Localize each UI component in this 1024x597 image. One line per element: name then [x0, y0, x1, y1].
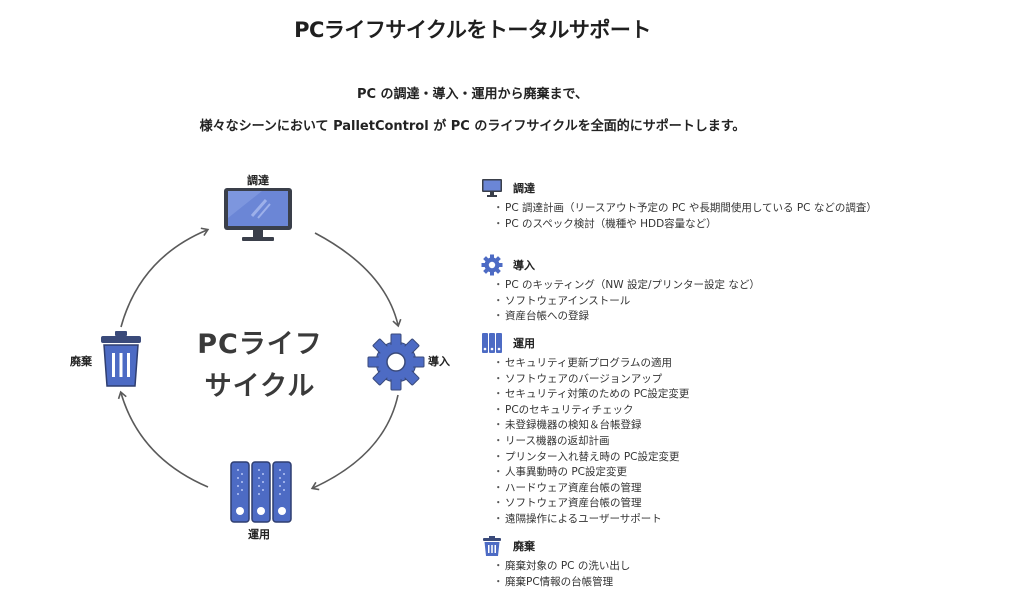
cycle-center-line-1: PCライフ	[197, 329, 323, 360]
node-label-procurement: 調達	[247, 174, 269, 187]
node-label-operation: 運用	[248, 528, 270, 541]
lifecycle-diagram	[117, 227, 402, 491]
list-item: 廃棄PC情報の台帳管理	[493, 575, 885, 591]
node-label-introduction: 導入	[428, 355, 450, 368]
list-item: 廃棄対象の PC の洗い出し	[493, 559, 885, 575]
list-item: セキュリティ対策のための PC設定変更	[493, 387, 885, 403]
list-item: 資産台帳への登録	[493, 309, 885, 325]
list-item: PC 調達計画（リースアウト予定の PC や長期間使用している PC などの調査…	[493, 201, 885, 217]
list-item: ソフトウェアインストール	[493, 294, 885, 310]
list-item: リース機器の返却計画	[493, 434, 885, 450]
list-item: 遠隔操作によるユーザーサポート	[493, 512, 885, 528]
list-item: ソフトウェアのバージョンアップ	[493, 372, 885, 388]
cycle-center-line-2: サイクル	[204, 371, 316, 402]
trash-icon	[483, 536, 501, 556]
arrow-disposal-to-procurement	[120, 227, 210, 328]
monitor-icon	[224, 188, 292, 241]
section-introduction: 導入 PC のキッティング（NW 設定/プリンター設定 など） ソフトウェアイン…	[481, 254, 885, 325]
section-disposal: 廃棄 廃棄対象の PC の洗い出し 廃棄PC情報の台帳管理	[481, 535, 885, 590]
section-operation: 運用 セキュリティ更新プログラムの適用 ソフトウェアのバージョンアップ セキュリ…	[481, 332, 885, 528]
arrow-introduction-to-operation	[310, 394, 399, 491]
list-item: 人事異動時の PC設定変更	[493, 465, 885, 481]
section-title-disposal: 廃棄	[513, 540, 535, 553]
section-title-introduction: 導入	[513, 259, 535, 272]
server-icon	[230, 461, 292, 523]
list-item: ソフトウェア資産台帳の管理	[493, 496, 885, 512]
arrow-procurement-to-introduction	[314, 232, 402, 328]
trash-icon	[101, 331, 141, 387]
page-title: PCライフサイクルをトータルサポート	[294, 18, 651, 42]
server-icon	[482, 333, 502, 353]
list-item: セキュリティ更新プログラムの適用	[493, 356, 885, 372]
arrow-operation-to-disposal	[117, 390, 209, 488]
subtitle-line-2: 様々なシーンにおいて PalletControl が PC のライフサイクルを全…	[199, 119, 746, 134]
section-title-operation: 運用	[513, 337, 535, 350]
monitor-icon	[482, 179, 502, 197]
section-title-procurement: 調達	[513, 182, 535, 195]
list-item: PC のスペック検討（機種や HDD容量など）	[493, 217, 885, 233]
list-item: プリンター入れ替え時の PC設定変更	[493, 450, 885, 466]
subtitle-line-1: PC の調達・導入・運用から廃棄まで、	[356, 87, 589, 102]
section-procurement: 調達 PC 調達計画（リースアウト予定の PC や長期間使用している PC など…	[481, 177, 885, 232]
list-item: PC のキッティング（NW 設定/プリンター設定 など）	[493, 278, 885, 294]
node-label-disposal: 廃棄	[70, 355, 92, 368]
gear-icon	[367, 333, 425, 391]
list-item: PCのセキュリティチェック	[493, 403, 885, 419]
list-item: 未登録機器の検知＆台帳登録	[493, 418, 885, 434]
list-item: ハードウェア資産台帳の管理	[493, 481, 885, 497]
gear-icon	[481, 254, 503, 276]
